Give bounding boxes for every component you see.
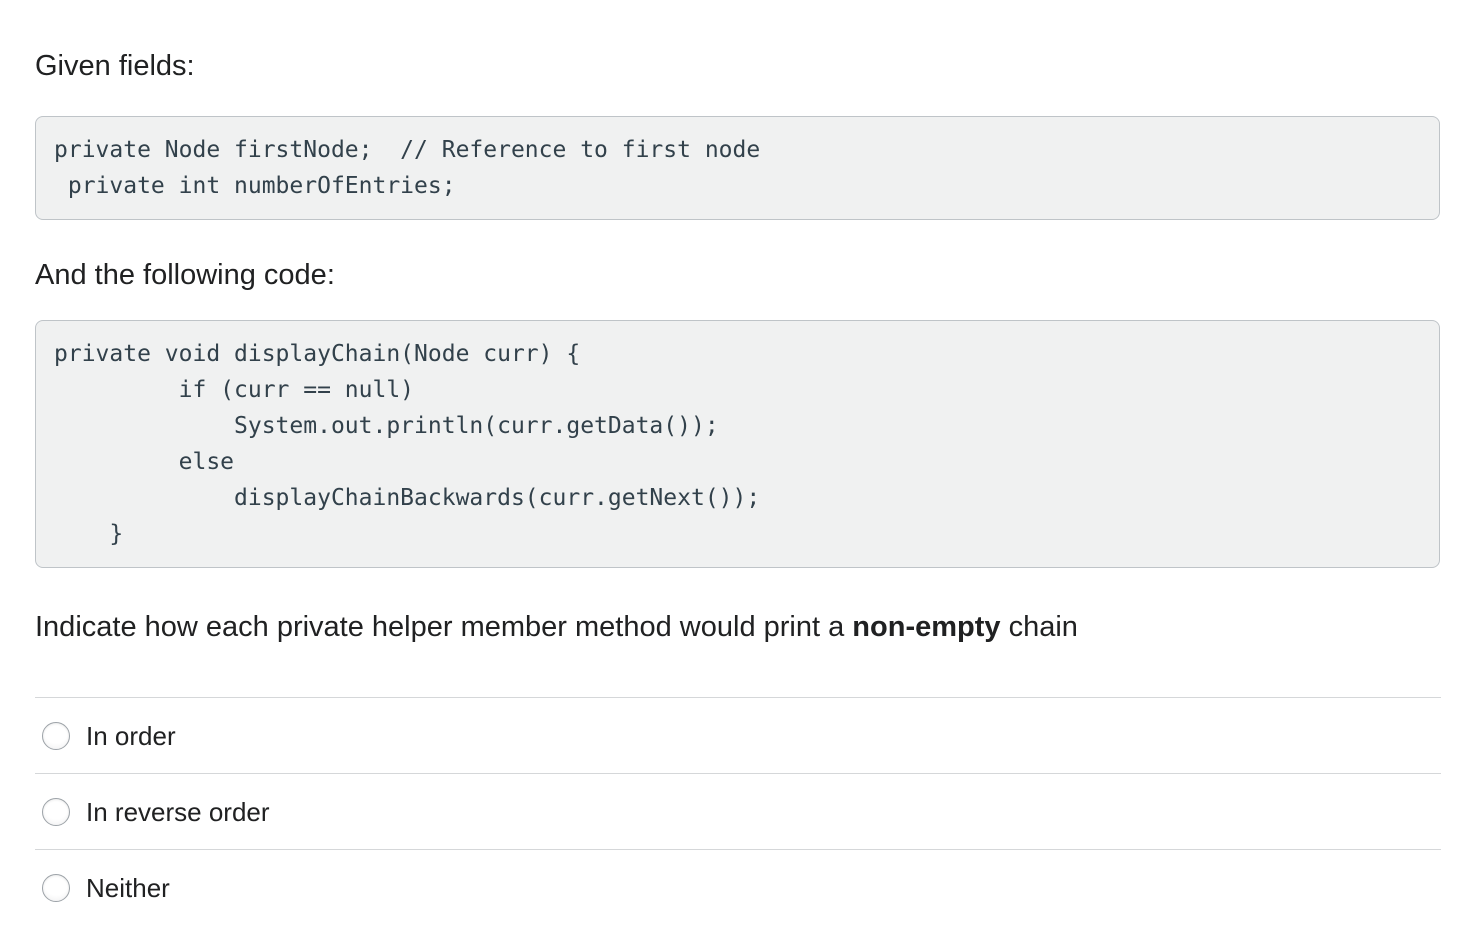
radio-in-order[interactable] <box>42 721 70 750</box>
fields-code-block: private Node firstNode; // Reference to … <box>35 116 1440 220</box>
fields-code-text: private Node firstNode; // Reference to … <box>54 137 761 199</box>
answer-options-list: In order In reverse order Neither <box>35 697 1441 925</box>
question-page: Given fields: private Node firstNode; //… <box>0 46 1466 925</box>
question-suffix: chain <box>1000 611 1078 643</box>
non-empty-emphasis: non-empty <box>852 611 1001 643</box>
question-prefix: Indicate how each private helper member … <box>35 611 853 643</box>
option-label-neither[interactable]: Neither <box>86 872 170 903</box>
question-text: Indicate how each private helper member … <box>35 607 1440 648</box>
display-chain-code-block: private void displayChain(Node curr) { i… <box>35 320 1440 568</box>
given-fields-label: Given fields: <box>35 50 195 82</box>
answer-option-row-neither[interactable]: Neither <box>35 849 1441 925</box>
answer-option-row-in-reverse-order[interactable]: In reverse order <box>35 773 1441 849</box>
display-chain-code-text: private void displayChain(Node curr) { i… <box>54 341 761 547</box>
radio-in-reverse-order[interactable] <box>42 797 70 826</box>
option-label-in-order[interactable]: In order <box>86 720 176 751</box>
radio-neither[interactable] <box>42 873 70 902</box>
following-code-label: And the following code: <box>35 259 335 291</box>
option-label-in-reverse-order[interactable]: In reverse order <box>86 796 270 827</box>
answer-option-row-in-order[interactable]: In order <box>35 697 1441 773</box>
